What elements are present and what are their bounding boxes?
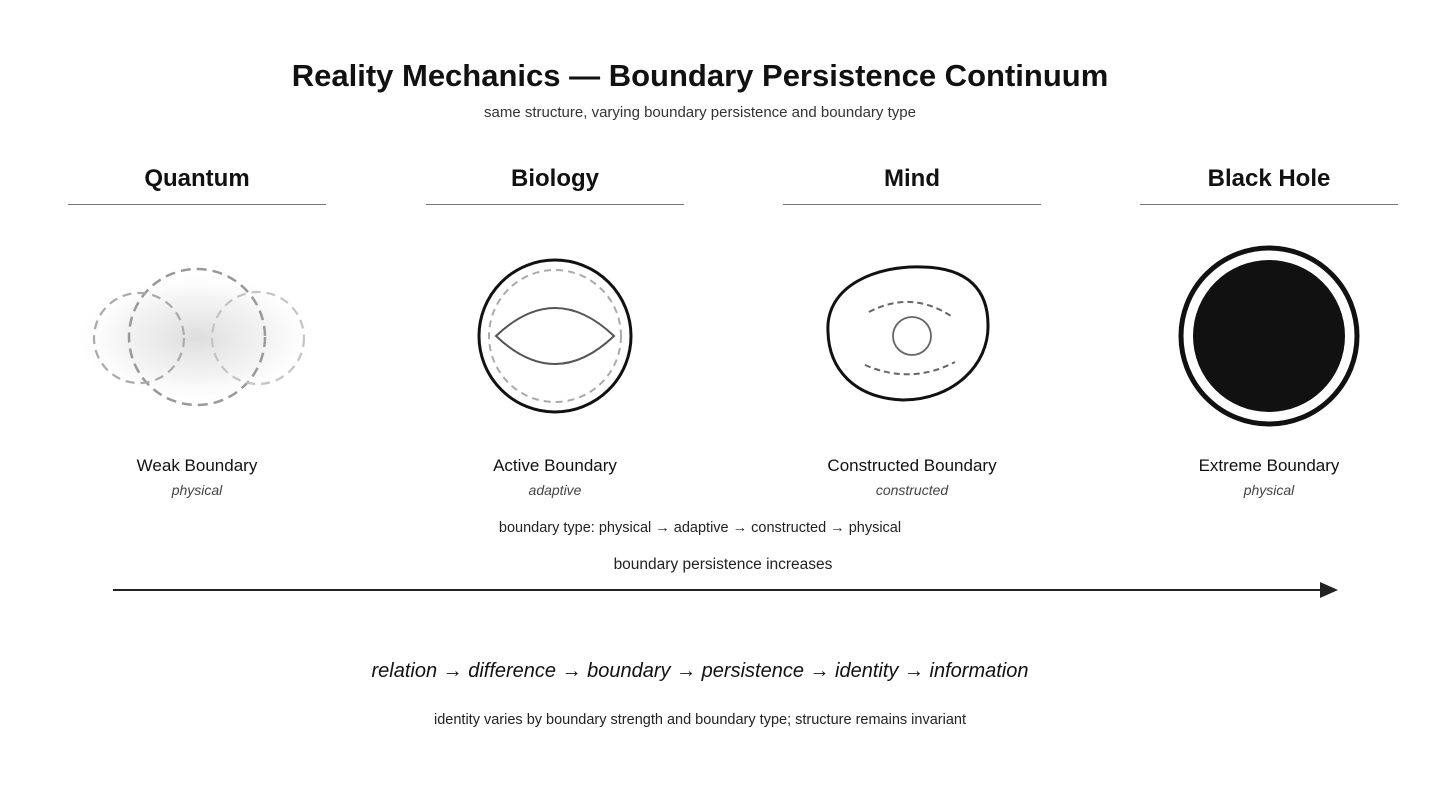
irregular-boundary [826, 265, 990, 402]
center-circle [892, 316, 932, 356]
mind-boundary-figure [826, 265, 990, 402]
lens-shape [494, 307, 616, 365]
concept-chain: relation → difference → boundary → persi… [371, 660, 1029, 682]
black-hole-boundary-figure [1178, 245, 1360, 427]
inner-dashed-membrane [488, 269, 622, 403]
outer-membrane [477, 258, 633, 414]
boundary-type: physical [1243, 482, 1295, 498]
boundary-type-sequence: boundary type: physical → adaptive → con… [498, 520, 902, 536]
heading-divider [68, 204, 326, 205]
heading-divider [1140, 204, 1398, 205]
column-quantum: Quantum Weak Boundary physical [68, 160, 326, 498]
boundary-type: physical [171, 482, 223, 498]
heading-divider [426, 204, 684, 205]
column-black-hole: Black Hole Extreme Boundary physical [1140, 160, 1398, 498]
dashed-circle-right [210, 290, 306, 386]
upper-dashed-arc [868, 301, 952, 317]
boundary-type: adaptive [528, 482, 582, 498]
dashed-circle-large [127, 267, 267, 407]
boundary-label: Constructed Boundary [827, 456, 997, 475]
persistence-axis-label: boundary persistence increases [613, 556, 833, 573]
heading-divider [783, 204, 1041, 205]
boundary-label: Weak Boundary [136, 456, 258, 475]
column-heading: Quantum [144, 165, 250, 192]
biology-boundary-figure [477, 258, 633, 414]
diagram-subtitle: same structure, varying boundary persist… [484, 104, 916, 121]
column-heading: Black Hole [1207, 165, 1331, 192]
column-mind: Mind Constructed Boundary constructed [783, 160, 1041, 498]
diagram-title: Reality Mechanics — Boundary Persistence… [291, 58, 1109, 93]
black-hole-core [1193, 260, 1345, 412]
persistence-arrow [113, 582, 1338, 598]
column-heading: Biology [511, 165, 599, 192]
arrow-head [1320, 582, 1338, 598]
boundary-label: Extreme Boundary [1198, 456, 1340, 475]
footer-note: identity varies by boundary strength and… [434, 712, 966, 728]
column-heading: Mind [884, 165, 940, 192]
boundary-type: constructed [875, 482, 949, 498]
quantum-boundary-figure [72, 267, 322, 407]
boundary-label: Active Boundary [493, 456, 617, 475]
dashed-circle-left [92, 291, 186, 385]
column-biology: Biology Active Boundary adaptive [426, 160, 684, 498]
lower-dashed-arc [864, 361, 956, 376]
event-horizon-ring [1178, 245, 1360, 427]
